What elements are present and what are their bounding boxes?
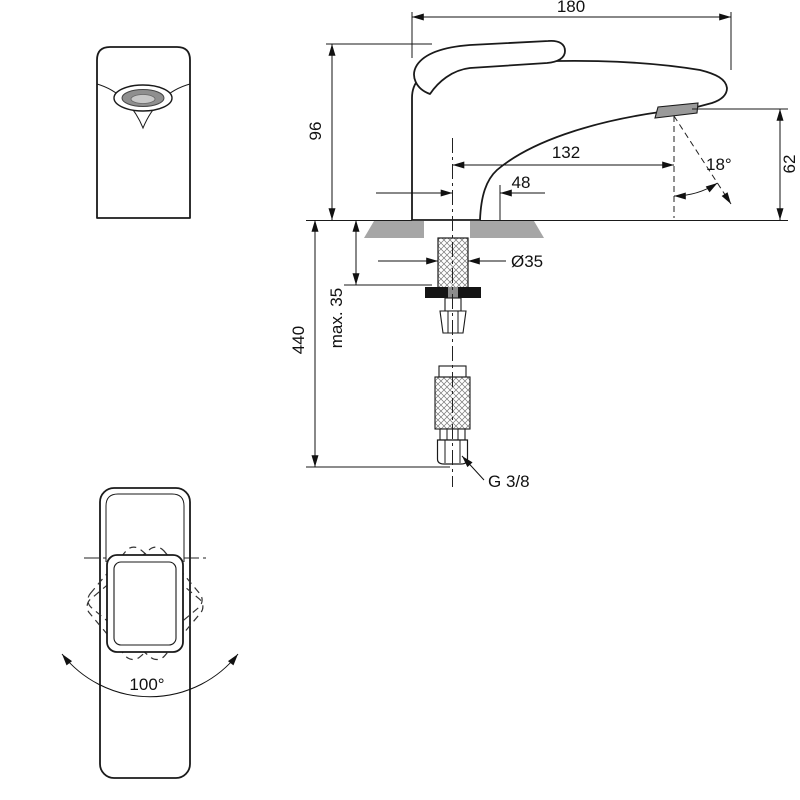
stream-angle-line xyxy=(673,115,732,205)
dim-48-label: 48 xyxy=(512,173,531,192)
dimension-96: 96 xyxy=(306,43,432,220)
aerator-outlet xyxy=(654,102,699,119)
angle-18-label: 18° xyxy=(706,155,732,174)
side-view xyxy=(411,39,728,221)
swivel-angle-label: 100° xyxy=(129,675,164,694)
dim-180-label: 180 xyxy=(557,0,585,16)
lever-handle-outline xyxy=(413,39,566,95)
swivel-arc xyxy=(61,653,239,698)
deck-right xyxy=(470,221,544,238)
leader-line xyxy=(461,455,485,481)
horseshoe-washer-gap xyxy=(448,287,458,298)
dim-96-label: 96 xyxy=(306,122,325,141)
dimension-132: 132 xyxy=(452,116,675,218)
dim-440-label: 440 xyxy=(289,326,308,354)
thread-callout: G 3/8 xyxy=(461,455,530,491)
top-view: 100° xyxy=(61,487,239,779)
handle-top-inner-line xyxy=(113,561,177,646)
handle-top-outline xyxy=(106,554,184,653)
front-body-outline xyxy=(96,46,191,219)
dimension-angle-18: 18° xyxy=(673,115,732,205)
dim-132-label: 132 xyxy=(552,143,580,162)
max-35-label: max. 35 xyxy=(327,288,346,348)
front-head-seam xyxy=(96,83,191,130)
dimension-62: 62 xyxy=(692,108,799,220)
top-view-inner-line xyxy=(105,493,185,562)
front-view xyxy=(96,46,191,219)
spout-aperture-inner xyxy=(130,94,156,104)
dim-62-label: 62 xyxy=(780,155,799,174)
dimension-440: 440 xyxy=(289,220,450,468)
deck-left xyxy=(364,221,424,238)
dimension-dia-35: Ø35 xyxy=(378,252,543,271)
thread-label: G 3/8 xyxy=(488,472,530,491)
dia-35-label: Ø35 xyxy=(511,252,543,271)
dimension-48: 48 xyxy=(376,173,545,220)
angle-arc xyxy=(673,182,718,200)
dimension-max-35: max. 35 xyxy=(327,220,432,348)
countertop xyxy=(306,220,788,238)
dimension-180: 180 xyxy=(411,0,732,70)
